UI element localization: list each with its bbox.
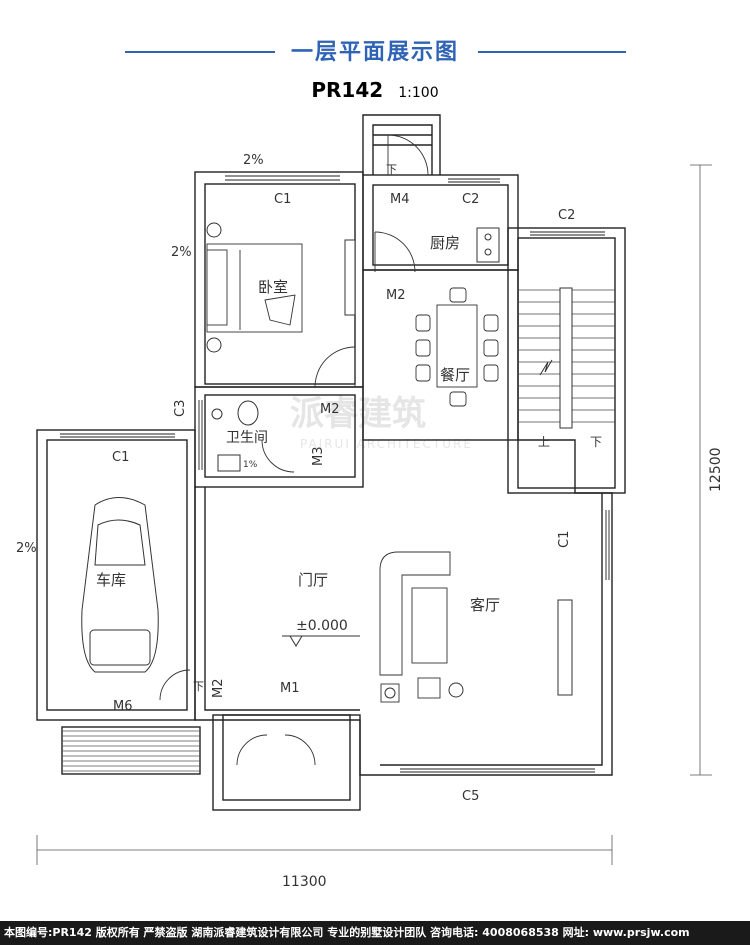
plan-code: PR142 bbox=[311, 78, 384, 102]
title-rule-left bbox=[125, 51, 275, 53]
room-label-living: 客厅 bbox=[470, 596, 500, 614]
label-c1-bedroom: C1 bbox=[274, 192, 291, 207]
door-swing-kitchen bbox=[374, 231, 416, 273]
door-swing-back bbox=[387, 134, 429, 176]
label-c1-garage: C1 bbox=[112, 450, 129, 465]
floor-plan: 派睿建筑 PAIRUI ARCHITECTURE bbox=[16, 114, 724, 890]
door-swing-main-left bbox=[236, 734, 268, 766]
label-c2-stair: C2 bbox=[558, 208, 575, 223]
label-m3: M3 bbox=[311, 447, 326, 467]
room-label-kitchen: 厨房 bbox=[430, 234, 460, 252]
title-rule-right bbox=[478, 51, 626, 53]
page-title: 一层平面展示图 bbox=[290, 40, 459, 65]
slope-label-bedroom: 2% bbox=[171, 245, 192, 260]
wardrobe bbox=[344, 239, 356, 316]
stair-break-line bbox=[539, 359, 553, 376]
room-label-bedroom: 卧室 bbox=[258, 278, 288, 296]
door-swing-garage bbox=[159, 669, 191, 701]
stair-up-label: 上 bbox=[538, 435, 550, 449]
slope-label-garage: 2% bbox=[16, 541, 37, 556]
label-m2-foyer: M2 bbox=[211, 679, 226, 699]
doors bbox=[159, 134, 429, 766]
stair-down-label: 下 bbox=[590, 435, 602, 449]
dimension-lines bbox=[36, 164, 712, 865]
label-c1-living: C1 bbox=[557, 531, 572, 548]
living-inner-wall bbox=[380, 493, 603, 766]
room-label-bathroom: 卫生间 bbox=[226, 430, 268, 446]
label-m4: M4 bbox=[390, 192, 410, 207]
label-m1: M1 bbox=[280, 681, 300, 696]
floor-drain bbox=[211, 408, 223, 420]
toilet bbox=[237, 400, 259, 426]
sofa-set bbox=[379, 551, 451, 703]
garage-inner-wall bbox=[46, 439, 188, 711]
door-swing-bedroom bbox=[314, 346, 356, 388]
label-m2-dining: M2 bbox=[386, 288, 406, 303]
bed bbox=[206, 243, 303, 333]
dimension-width-label: 11300 bbox=[282, 874, 327, 890]
room-label-foyer: 门厅 bbox=[298, 571, 328, 589]
walls bbox=[36, 114, 626, 811]
slope-label-roof: 2% bbox=[243, 153, 264, 168]
main-hall-inner bbox=[204, 487, 360, 711]
nightstand-lamp-bottom bbox=[206, 337, 222, 353]
front-porch-wall bbox=[212, 714, 361, 811]
door-swing-bath bbox=[261, 439, 295, 473]
door-swing-main-right bbox=[284, 734, 316, 766]
watermark: 派睿建筑 PAIRUI ARCHITECTURE bbox=[290, 394, 471, 451]
burner-2 bbox=[484, 248, 492, 256]
stair-handrail bbox=[559, 287, 573, 429]
burner-1 bbox=[484, 233, 492, 241]
car bbox=[81, 497, 159, 673]
elevation-triangle-icon bbox=[289, 635, 303, 647]
plan-scale: 1:100 bbox=[398, 85, 439, 101]
kitchen-stove bbox=[476, 227, 500, 263]
room-label-garage: 车库 bbox=[96, 571, 126, 589]
garage-ramp bbox=[61, 726, 201, 775]
windows bbox=[60, 175, 610, 773]
label-c5: C5 bbox=[462, 789, 479, 804]
garage-ramp-hatch bbox=[62, 730, 200, 772]
plant-icon bbox=[448, 682, 464, 698]
garage-step-down-label: 下 bbox=[193, 680, 204, 693]
back-porch-wall bbox=[362, 114, 441, 175]
slope-label-bath: 1% bbox=[243, 460, 258, 470]
tv-cabinet bbox=[557, 599, 573, 696]
label-m2-bedroom: M2 bbox=[320, 402, 340, 417]
dining-set bbox=[415, 287, 499, 407]
dimension-depth-label: 12500 bbox=[708, 447, 724, 492]
label-c3: C3 bbox=[173, 400, 188, 417]
footer-bar: 本图编号:PR142 版权所有 严禁盗版 湖南派睿建筑设计有限公司 专业的别墅设… bbox=[0, 921, 750, 945]
room-label-dining: 餐厅 bbox=[440, 366, 470, 384]
watermark-brand: 派睿建筑 bbox=[290, 394, 426, 434]
back-porch-inner bbox=[372, 124, 433, 175]
main-hall-wall bbox=[194, 439, 613, 776]
front-porch-inner bbox=[222, 714, 351, 801]
kitchen-inner-wall bbox=[372, 184, 509, 266]
plan-code-line: PR142 1:100 bbox=[0, 78, 750, 102]
stair-inner-wall bbox=[517, 237, 616, 489]
wash-basin bbox=[217, 454, 241, 472]
stair-wall bbox=[507, 227, 626, 494]
bathroom-inner-wall bbox=[204, 394, 356, 478]
label-c2-kitchen: C2 bbox=[462, 192, 479, 207]
nightstand-lamp-top bbox=[206, 222, 222, 238]
elevation-label: ±0.000 bbox=[296, 618, 348, 634]
back-step-down-label: 下 bbox=[386, 163, 397, 176]
garage-wall bbox=[36, 429, 196, 721]
title-bar: 一层平面展示图 bbox=[0, 34, 750, 70]
floor-lamp-icon bbox=[384, 687, 396, 699]
label-m6: M6 bbox=[113, 699, 133, 714]
